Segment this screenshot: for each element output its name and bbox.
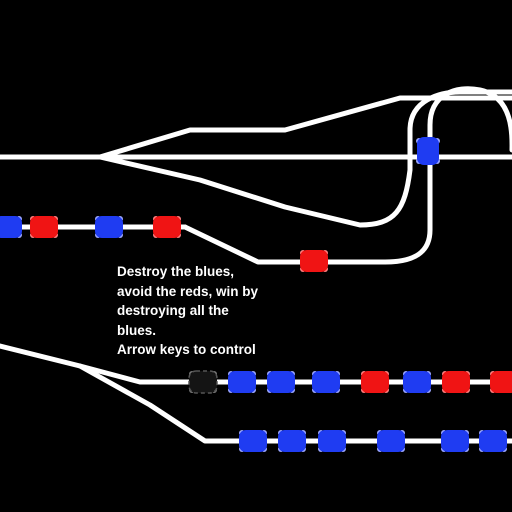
blue-car [318,430,346,452]
blue-car [278,430,306,452]
red-car [442,371,470,393]
player-car [188,370,218,394]
instructions-line-5: Arrow keys to control [117,342,256,357]
red-car [30,216,58,238]
instructions-line-3: destroying all the [117,303,229,318]
car-body [188,370,218,394]
cars-layer [0,137,512,452]
car-body [361,371,389,393]
car-body [278,430,306,452]
track-network [0,86,512,444]
blue-car [377,430,405,452]
red-car [361,371,389,393]
car-body [318,430,346,452]
car-body [0,216,22,238]
blue-car [441,430,469,452]
blue-car [403,371,431,393]
track-marker [174,421,201,439]
track-segment [297,154,433,265]
blue-car [479,430,507,452]
car-body [442,371,470,393]
car-body [490,371,512,393]
car-body [479,430,507,452]
red-car [153,216,181,238]
blue-car [239,430,267,452]
car-body [267,371,295,393]
blue-car [267,371,295,393]
car-body [300,250,328,272]
instructions-line-1: Destroy the blues, [117,264,235,279]
instructions-line-2: avoid the reds, win by [117,283,259,299]
car-body [153,216,181,238]
blue-car [0,216,22,238]
blue-car [416,137,440,165]
car-body [228,371,256,393]
car-body [403,371,431,393]
car-body [312,371,340,393]
track-segment [182,224,303,265]
red-car [300,250,328,272]
instructions-text: Destroy the blues, avoid the reds, win b… [117,262,302,360]
blue-car [312,371,340,393]
car-body [377,430,405,452]
car-body [95,216,123,238]
instructions-line-4: blues. [117,322,157,338]
car-body [441,430,469,452]
car-body [239,430,267,452]
car-body [30,216,58,238]
red-car [490,371,512,393]
blue-car [95,216,123,238]
car-body [417,137,439,165]
blue-car [228,371,256,393]
